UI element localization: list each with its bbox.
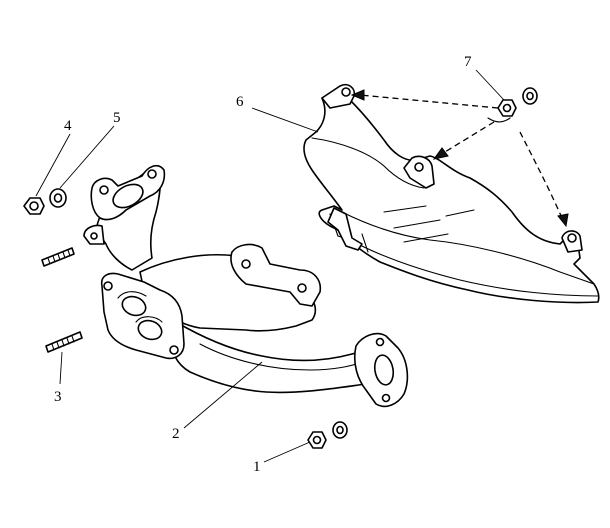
nut-4 — [23, 197, 45, 215]
callout-2: 2 — [172, 426, 180, 442]
callout-1: 1 — [253, 459, 261, 475]
washer-7 — [522, 87, 538, 105]
callout-4: 4 — [64, 118, 72, 134]
stud-upper — [41, 247, 75, 267]
washer-5 — [49, 188, 67, 208]
leader-lines — [35, 69, 505, 463]
assembly-arrows — [350, 89, 569, 228]
callout-3: 3 — [54, 389, 62, 405]
washer-1 — [332, 421, 348, 439]
callout-labels: 4 5 3 6 7 2 1 — [54, 54, 472, 475]
heat-shield — [303, 83, 600, 304]
callout-6: 6 — [236, 94, 244, 110]
exhaust-manifold — [83, 164, 409, 408]
nut-1 — [307, 431, 327, 449]
callout-7: 7 — [464, 54, 472, 70]
nut-7 — [497, 99, 517, 117]
stud-lower — [45, 331, 83, 353]
callout-5: 5 — [113, 110, 121, 126]
